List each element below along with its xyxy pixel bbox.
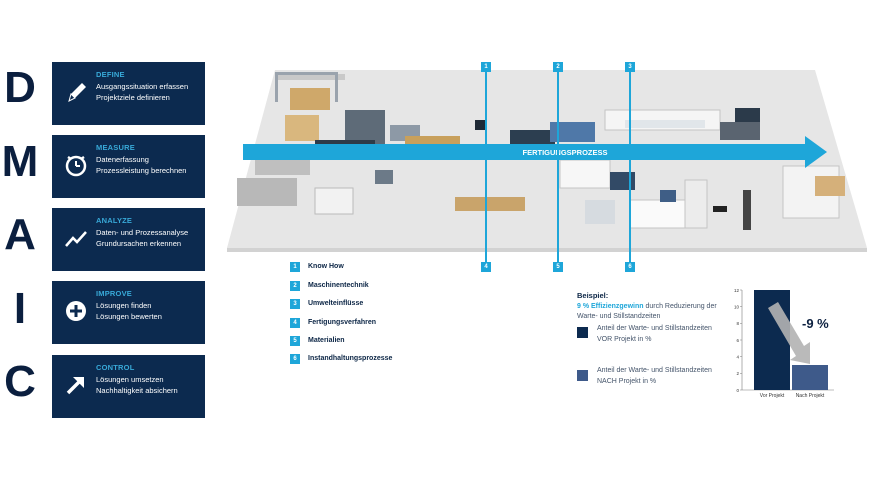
phase-card-analyze: ANALYZE Daten- und Prozessanalyse Grundu… bbox=[52, 208, 205, 271]
phase-title: DEFINE bbox=[96, 70, 125, 79]
phase-line: Lösungen umsetzen bbox=[96, 375, 164, 384]
phase-card-define: DEFINE Ausgangssituation erfassen Projek… bbox=[52, 62, 205, 125]
legend-number: 6 bbox=[290, 354, 300, 364]
legend-number: 2 bbox=[290, 281, 300, 291]
bar-vor-projekt bbox=[754, 290, 790, 390]
y-tick-label: 2 bbox=[736, 371, 739, 376]
chart-delta-annotation: -9 % bbox=[802, 316, 829, 331]
marker-6: 6 bbox=[625, 262, 635, 272]
phase-line: Lösungen bewerten bbox=[96, 312, 162, 321]
dmaic-letter-a: A bbox=[4, 210, 36, 259]
marker-3: 3 bbox=[625, 62, 635, 72]
legend-label: Umwelteinflüsse bbox=[308, 300, 364, 307]
y-tick-label: 8 bbox=[736, 321, 739, 326]
marker-5: 5 bbox=[553, 262, 563, 272]
example-line-1: 9 % Effizienzgewinn durch Reduzierung de… bbox=[577, 303, 717, 310]
legend-text-before-2: VOR Projekt in % bbox=[597, 336, 652, 343]
process-arrow bbox=[243, 136, 827, 168]
legend-number: 3 bbox=[290, 299, 300, 309]
y-tick-label: 10 bbox=[734, 304, 740, 309]
marker-1: 1 bbox=[481, 62, 491, 72]
y-tick-label: 4 bbox=[736, 354, 739, 359]
phase-title: IMPROVE bbox=[96, 289, 132, 298]
y-tick-label: 6 bbox=[736, 338, 739, 343]
dmaic-letter-c: C bbox=[4, 357, 36, 406]
phase-line: Projektziele definieren bbox=[96, 93, 170, 102]
legend-label: Know How bbox=[308, 263, 344, 270]
phase-line: Nachhaltigkeit absichern bbox=[96, 386, 178, 395]
example-heading: Beispiel: bbox=[577, 291, 609, 300]
dmaic-letter-m: M bbox=[1, 137, 39, 186]
example-line-2: Warte- und Stillstandzeiten bbox=[577, 313, 661, 320]
plus-circle-icon bbox=[62, 297, 90, 325]
legend-text-after-1: Anteil der Warte- und Stillstandzeiten bbox=[597, 367, 712, 374]
example-highlight: 9 % Effizienzgewinn bbox=[577, 303, 644, 310]
legend-label: Instandhaltungsprozesse bbox=[308, 355, 393, 362]
trend-line-icon bbox=[62, 224, 90, 252]
phase-title: CONTROL bbox=[96, 363, 135, 372]
bar-nach-projekt bbox=[792, 365, 828, 390]
dmaic-letter-d: D bbox=[4, 63, 36, 112]
category-label: Nach Projekt bbox=[796, 393, 825, 399]
category-label: Vor Projekt bbox=[760, 393, 785, 399]
arrow-up-right-icon bbox=[62, 371, 90, 399]
legend-label: Materialien bbox=[308, 337, 345, 344]
phase-line: Prozessleistung berechnen bbox=[96, 166, 187, 175]
pencil-icon bbox=[62, 78, 90, 106]
example-line-1-rest: durch Reduzierung der bbox=[643, 303, 717, 310]
legend-label: Fertigungsverfahren bbox=[308, 319, 377, 326]
marker-line-1-4 bbox=[485, 66, 487, 266]
legend-label: Maschinentechnik bbox=[308, 282, 369, 289]
phase-title: MEASURE bbox=[96, 143, 135, 152]
factory-floor-illustration: FERTIGUNGSPROZESS bbox=[227, 70, 867, 252]
marker-4: 4 bbox=[481, 262, 491, 272]
phase-title: ANALYZE bbox=[96, 216, 133, 225]
marker-line-3-6 bbox=[629, 66, 631, 266]
decline-arrow bbox=[768, 302, 810, 364]
phase-card-improve: IMPROVE Lösungen finden Lösungen bewerte… bbox=[52, 281, 205, 344]
legend-text-after-2: NACH Projekt in % bbox=[597, 378, 657, 385]
phase-line: Daten- und Prozessanalyse bbox=[96, 228, 189, 237]
phase-card-control: CONTROL Lösungen umsetzen Nachhaltigkeit… bbox=[52, 355, 205, 418]
phase-card-measure: MEASURE Datenerfassung Prozessleistung b… bbox=[52, 135, 205, 198]
legend-number: 4 bbox=[290, 318, 300, 328]
process-arrow-label: FERTIGUNGSPROZESS bbox=[522, 148, 607, 157]
phase-line: Ausgangssituation erfassen bbox=[96, 82, 189, 91]
legend-swatch-before bbox=[577, 327, 588, 338]
legend-swatch-after bbox=[577, 370, 588, 381]
marker-line-2-5 bbox=[557, 66, 559, 266]
phase-line: Lösungen finden bbox=[96, 301, 152, 310]
dmaic-letter-i: I bbox=[13, 284, 27, 333]
legend-text-before-1: Anteil der Warte- und Stillstandzeiten bbox=[597, 325, 712, 332]
y-tick-label: 12 bbox=[734, 288, 740, 293]
legend-number: 1 bbox=[290, 262, 300, 272]
stopwatch-icon bbox=[62, 151, 90, 179]
legend-number: 5 bbox=[290, 336, 300, 346]
y-tick-label: 0 bbox=[736, 388, 739, 393]
phase-line: Datenerfassung bbox=[96, 155, 149, 164]
phase-line: Grundursachen erkennen bbox=[96, 239, 182, 248]
marker-2: 2 bbox=[553, 62, 563, 72]
